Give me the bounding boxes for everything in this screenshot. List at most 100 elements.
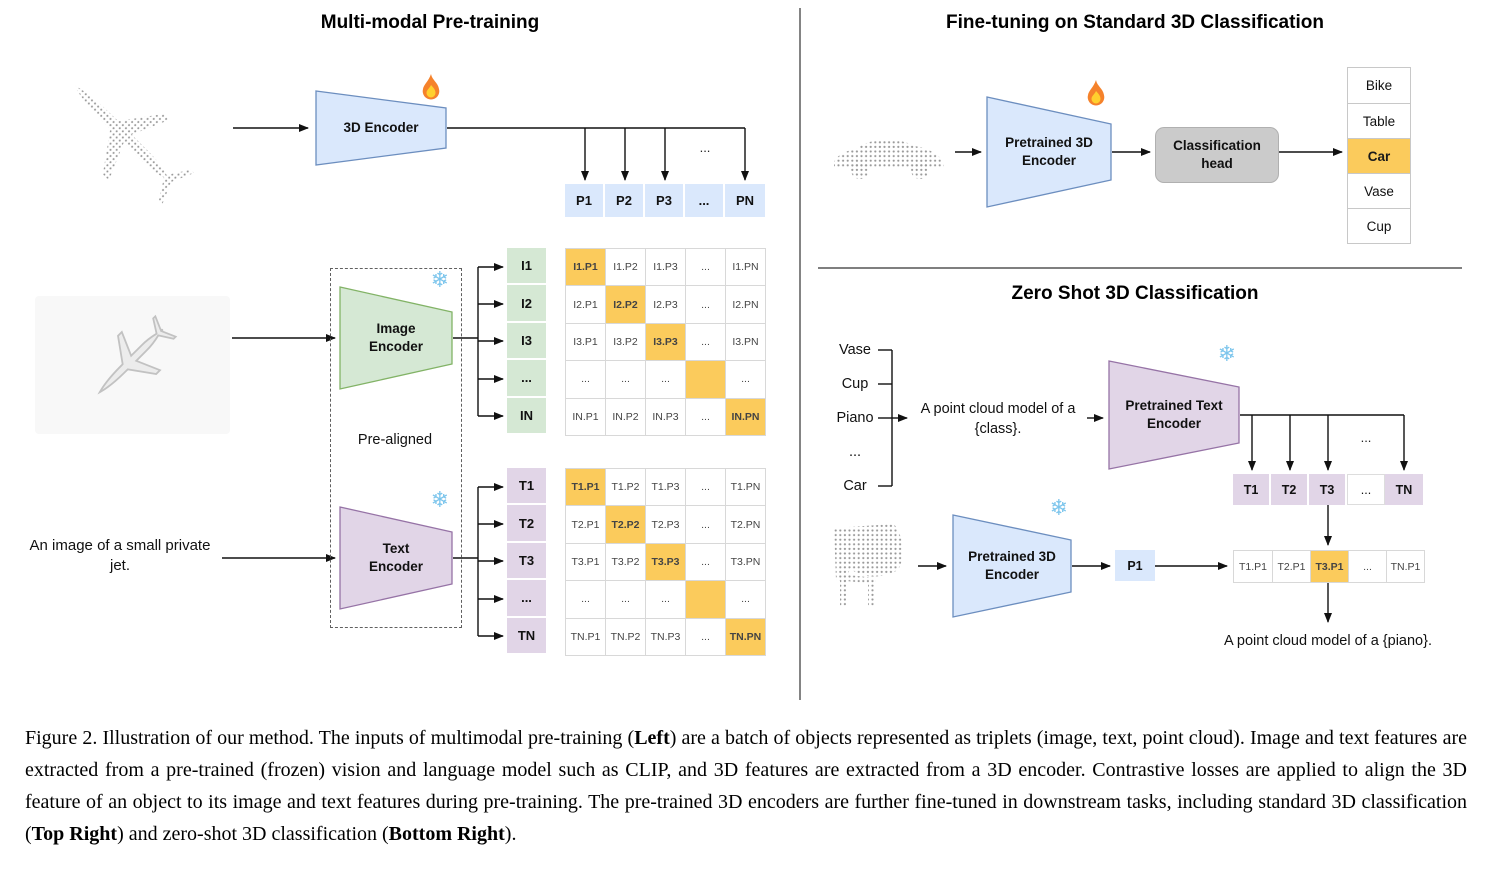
matrix-cell: ... [686,469,726,507]
text-feature-cell: T2 [507,505,546,543]
jet-photo [35,296,230,434]
matrix-cell: ... [686,506,726,544]
matrix-cell: ... [606,361,646,399]
image-feature-cell: I3 [507,322,546,361]
matrix-cell: ... [686,398,726,436]
class-cell: Cup [1348,208,1410,243]
text-feature-cell: T2 [1271,474,1309,505]
image-feature-cell: ... [507,360,546,398]
matrix-cell: T3.PN [726,543,766,582]
matrix-cell: T3.P2 [606,543,646,582]
class-word: Vase [839,342,871,358]
p-feature-cell: ... [685,184,725,217]
caption-segment: Bottom Right [388,823,505,845]
matrix-cell: ... [686,323,726,362]
class-cell: Vase [1348,173,1410,208]
matrix-cell: IN.P3 [646,398,686,436]
matrix-cell: IN.PN [726,398,766,436]
classification-head: Classification head [1155,127,1279,183]
image-feature-cell: I2 [507,285,546,323]
airplane-point-cloud [25,48,225,218]
product-cell: ... [1348,551,1386,582]
matrix-cell: ... [686,249,726,287]
image-caption-text: An image of a small private jet. [29,537,211,575]
encoder-label: Pretrained 3D Encoder [968,549,1056,582]
matrix-cell: ... [566,581,606,619]
snowflake-icon: ❄ [430,487,449,512]
matrix-cell: T2.P1 [566,506,606,544]
result-text: A point cloud model of a {piano}. [1224,633,1432,649]
text-feature-cell: ... [507,580,546,618]
class-cell: Bike [1348,68,1410,103]
matrix-cell: I1.P2 [606,249,646,287]
product-cell: T1.P1 [1234,551,1272,582]
pretrained-3d-encoder-frozen: Pretrained 3D Encoder ❄ [952,497,1072,618]
matrix-cell: I2.P2 [606,286,646,324]
text-feature-cell: TN [507,617,546,655]
ellipsis-label: ... [699,140,711,155]
matrix-cell: T2.P2 [606,506,646,544]
encoder-label: Text Encoder [368,541,423,574]
matrix-cell: I3.P3 [646,323,686,362]
p-feature-cell: P3 [645,184,685,217]
matrix-cell: T3.P1 [566,543,606,582]
class-cell: Table [1348,103,1410,138]
matrix-cell: I1.PN [726,249,766,287]
matrix-cell: ... [646,361,686,399]
matrix-cell: I2.P1 [566,286,606,324]
matrix-cell: ... [646,581,686,619]
matrix-cell: T1.P2 [606,469,646,507]
matrix-cell [686,361,726,399]
snowflake-icon: ❄ [1049,495,1068,520]
ellipsis-label: ... [1360,430,1372,445]
snowflake-icon: ❄ [430,267,449,292]
encoder-label: Image Encoder [368,321,423,354]
product-cell: TN.P1 [1386,551,1424,582]
text-feature-cell: T1 [507,468,546,506]
class-word: ... [848,444,862,460]
matrix-cell: I1.P3 [646,249,686,287]
matrix-cell: T2.P3 [646,506,686,544]
class-word: Piano [836,410,874,426]
caption-segment: Top Right [31,823,118,845]
product-cell: T2.P1 [1272,551,1310,582]
matrix-cell: ... [566,361,606,399]
p-feature-cell: P2 [605,184,645,217]
pretrained-text-encoder: Pretrained Text Encoder ❄ [1108,343,1240,470]
matrix-cell: I3.PN [726,323,766,362]
snowflake-icon: ❄ [1217,341,1236,366]
matrix-cell: TN.PN [726,618,766,656]
caption-segment: ). [504,823,517,845]
product-cell: T3.P1 [1310,551,1348,582]
class-cell: Car [1348,138,1410,173]
caption-segment: ) and zero-shot 3D classification ( [117,823,389,845]
image-encoder: Image Encoder ❄ [339,269,453,390]
matrix-cell: ... [686,543,726,582]
matrix-cell: T1.PN [726,469,766,507]
text-feature-cell: T3 [507,542,546,581]
matrix-cell: TN.P1 [566,618,606,656]
class-word: Cup [841,376,869,392]
matrix-cell: IN.P1 [566,398,606,436]
p1-feature-cell: P1 [1115,550,1155,581]
zeroshot-title: Zero Shot 3D Classification [1011,283,1259,304]
class-word: Car [843,478,867,494]
pretraining-title: Multi-modal Pre-training [320,12,540,33]
text-feature-cell: T1 [1233,474,1271,505]
encoder-label: Pretrained 3D Encoder [1005,135,1093,168]
matrix-cell: I3.P1 [566,323,606,362]
matrix-cell: I3.P2 [606,323,646,362]
text-feature-cell: T3 [1309,474,1347,505]
text-feature-cell: ... [1347,474,1385,505]
matrix-cell: T2.PN [726,506,766,544]
matrix-cell: I2.PN [726,286,766,324]
matrix-cell [686,581,726,619]
